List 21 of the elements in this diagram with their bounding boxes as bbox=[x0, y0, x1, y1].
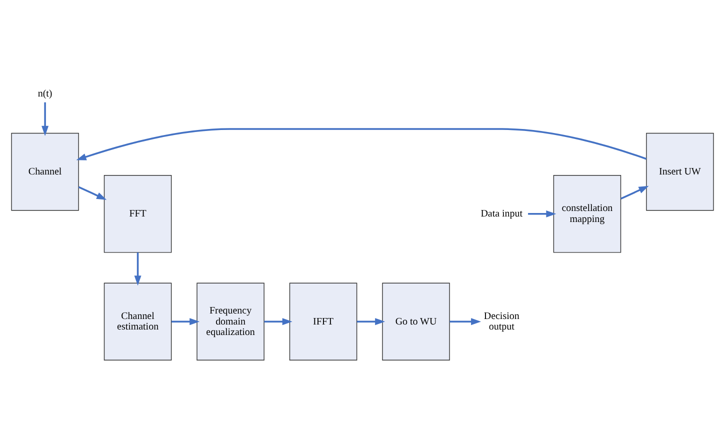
arrow bbox=[356, 318, 386, 325]
arrow bbox=[76, 128, 647, 160]
arrow bbox=[620, 185, 649, 200]
node-box: Insert UW bbox=[646, 132, 714, 210]
arrow bbox=[134, 252, 142, 286]
arrow bbox=[450, 318, 482, 325]
arrow bbox=[42, 102, 49, 136]
node-text: Data input bbox=[480, 208, 523, 220]
node-text: Decision output bbox=[484, 310, 520, 332]
node-text: n(t) bbox=[38, 88, 52, 100]
arrow bbox=[264, 318, 292, 325]
node-box: Channel bbox=[11, 132, 79, 210]
node-box: Frequency domain equalization bbox=[196, 282, 264, 360]
node-box: IFFT bbox=[289, 282, 358, 360]
arrow bbox=[528, 210, 556, 217]
arrow bbox=[171, 318, 200, 325]
node-box: Channel estimation bbox=[104, 282, 172, 360]
node-box: constellation mapping bbox=[553, 174, 622, 252]
arrow bbox=[78, 186, 107, 200]
node-box: Go to WU bbox=[382, 282, 450, 360]
node-box: FFT bbox=[104, 174, 172, 252]
